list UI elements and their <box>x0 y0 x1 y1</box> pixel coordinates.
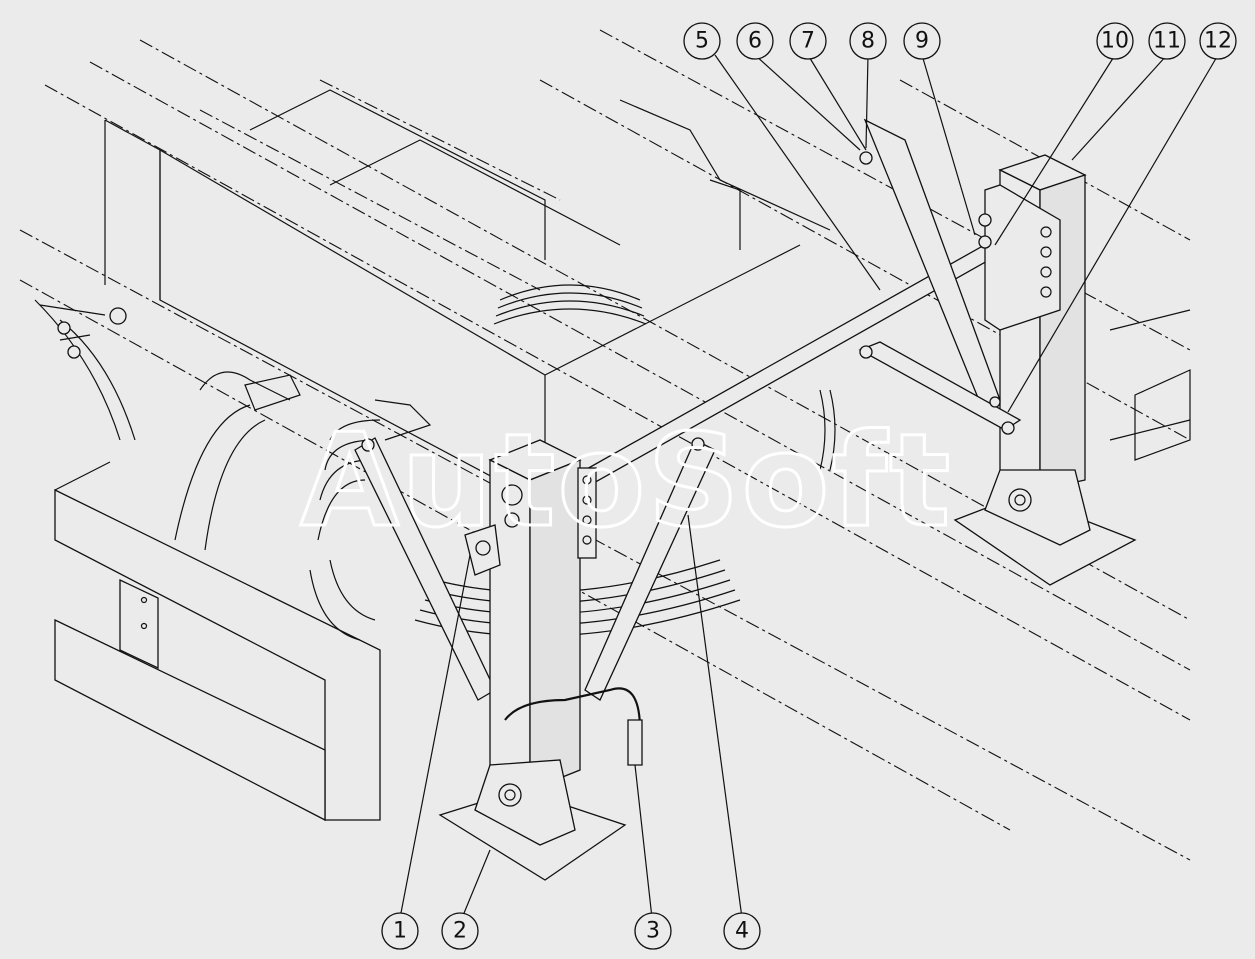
callout-5: 5 <box>683 22 721 60</box>
callout-circle <box>1199 22 1237 60</box>
callout-circle <box>723 912 761 950</box>
callout-label: 6 <box>748 29 762 54</box>
callout-label: 11 <box>1153 29 1181 54</box>
leader-lines <box>399 54 1219 919</box>
callout-4: 4 <box>723 912 761 950</box>
callout-label: 9 <box>915 29 929 54</box>
callout-label: 4 <box>735 919 749 944</box>
left-support-leg <box>438 439 643 881</box>
callout-circle <box>1096 22 1134 60</box>
rear-bumper <box>34 299 432 822</box>
callout-10: 10 <box>1096 22 1134 60</box>
callout-label: 8 <box>861 29 875 54</box>
callout-circle <box>849 22 887 60</box>
callout-8: 8 <box>849 22 887 60</box>
callout-circle <box>683 22 721 60</box>
callout-11: 11 <box>1148 22 1186 60</box>
callout-label: 2 <box>453 919 467 944</box>
callout-3: 3 <box>634 912 672 950</box>
callout-1: 1 <box>381 912 419 950</box>
diagonal-braces <box>354 437 716 701</box>
watermark-text: AutoSoft <box>300 407 952 556</box>
callout-circle <box>903 22 941 60</box>
callout-label: 1 <box>393 919 407 944</box>
callout-circle <box>1148 22 1186 60</box>
callout-label: 10 <box>1101 29 1129 54</box>
callout-circle <box>441 912 479 950</box>
callout-label: 12 <box>1204 29 1232 54</box>
callout-circle <box>634 912 672 950</box>
right-support-leg <box>858 118 1137 586</box>
callout-label: 5 <box>695 29 709 54</box>
callout-label: 3 <box>646 919 660 944</box>
callout-circle <box>381 912 419 950</box>
callout-7: 7 <box>789 22 827 60</box>
callout-6: 6 <box>736 22 774 60</box>
callout-circle <box>736 22 774 60</box>
frame-step <box>1109 309 1191 461</box>
callout-2: 2 <box>441 912 479 950</box>
callout-9: 9 <box>903 22 941 60</box>
callout-circle <box>789 22 827 60</box>
callout-12: 12 <box>1199 22 1237 60</box>
callout-label: 7 <box>801 29 815 54</box>
